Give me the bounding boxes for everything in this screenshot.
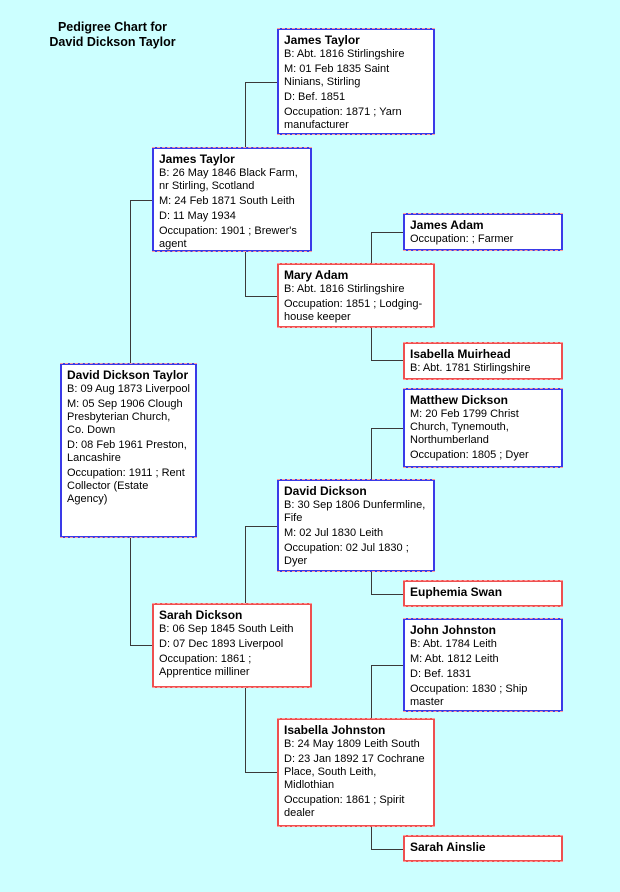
connector-line (245, 772, 277, 773)
person-name: Sarah Dickson (159, 608, 243, 622)
connector-line (245, 82, 277, 83)
connector-line (245, 296, 277, 297)
connector-line (371, 665, 403, 666)
person-detail: D: 11 May 1934 (159, 210, 236, 222)
person-box-david-dickson-taylor[interactable]: David Dickson Taylor B: 09 Aug 1873 Live… (60, 363, 197, 538)
person-name: Sarah Ainslie (410, 840, 486, 854)
person-detail: M: 02 Jul 1830 Leith (284, 527, 384, 539)
person-detail: D: Bef. 1831 (410, 668, 472, 680)
person-name: David Dickson Taylor (67, 368, 189, 382)
connector-line (371, 594, 403, 595)
person-name: James Taylor (284, 33, 360, 47)
person-name: James Taylor (159, 152, 235, 166)
person-detail: Occupation: 1805 ; Dyer (410, 449, 529, 461)
person-detail: D: 07 Dec 1893 Liverpool (159, 638, 284, 650)
person-detail: Occupation: 1911 ; Rent Collector (Estat… (67, 467, 185, 505)
connector-line (245, 526, 277, 527)
person-name: David Dickson (284, 484, 367, 498)
person-detail: M: 05 Sep 1906 Clough Presbyterian Churc… (67, 398, 183, 436)
person-detail: B: Abt. 1816 Stirlingshire (284, 48, 405, 60)
person-box-euphemia-swan[interactable]: Euphemia Swan (403, 580, 563, 607)
person-name: Isabella Muirhead (410, 347, 511, 361)
person-detail: B: 06 Sep 1845 South Leith (159, 623, 294, 635)
person-box-james-taylor-sr[interactable]: James Taylor B: Abt. 1816 Stirlingshire … (277, 28, 435, 135)
person-detail: B: Abt. 1781 Stirlingshire (410, 362, 531, 374)
person-detail: B: Abt. 1784 Leith (410, 638, 497, 650)
connector-line (371, 849, 403, 850)
person-detail: M: 01 Feb 1835 Saint Ninians, Stirling (284, 63, 390, 88)
person-box-isabella-muirhead[interactable]: Isabella Muirhead B: Abt. 1781 Stirlings… (403, 342, 563, 380)
chart-title-line1: Pedigree Chart for (57, 20, 168, 34)
person-box-sarah-ainslie[interactable]: Sarah Ainslie (403, 835, 563, 862)
person-detail: Occupation: 1830 ; Ship master (410, 683, 528, 708)
connector-line (130, 645, 152, 646)
person-detail: B: 30 Sep 1806 Dunfermline, Fife (284, 499, 426, 524)
person-box-john-johnston[interactable]: John Johnston B: Abt. 1784 Leith M: Abt.… (403, 618, 563, 712)
person-box-david-dickson[interactable]: David Dickson B: 30 Sep 1806 Dunfermline… (277, 479, 435, 572)
person-detail: B: 24 May 1809 Leith South (284, 738, 420, 750)
connector-line (371, 428, 403, 429)
person-detail: B: 09 Aug 1873 Liverpool (67, 383, 190, 395)
connector-line (371, 360, 403, 361)
person-detail: Occupation: 1851 ; Lodging-house keeper (284, 298, 423, 323)
person-detail: D: 08 Feb 1961 Preston, Lancashire (67, 439, 187, 464)
person-detail: Occupation: 1861 ; Spirit dealer (284, 794, 405, 819)
person-detail: Occupation: 1901 ; Brewer's agent (159, 225, 297, 250)
chart-title: Pedigree Chart for David Dickson Taylor (30, 20, 195, 50)
person-detail: Occupation: ; Farmer (410, 233, 514, 245)
person-name: James Adam (410, 218, 484, 232)
person-name: Isabella Johnston (284, 723, 386, 737)
person-box-james-adam[interactable]: James Adam Occupation: ; Farmer (403, 213, 563, 251)
person-name: Mary Adam (284, 268, 349, 282)
person-name: John Johnston (410, 623, 496, 637)
person-box-matthew-dickson[interactable]: Matthew Dickson M: 20 Feb 1799 Christ Ch… (403, 388, 563, 468)
person-box-james-taylor[interactable]: James Taylor B: 26 May 1846 Black Farm, … (152, 147, 312, 252)
chart-title-line2: David Dickson Taylor (49, 35, 176, 49)
person-detail: Occupation: 02 Jul 1830 ; Dyer (284, 542, 409, 567)
person-detail: B: 26 May 1846 Black Farm, nr Stirling, … (159, 167, 298, 192)
person-detail: D: 23 Jan 1892 17 Cochrane Place, South … (284, 753, 425, 791)
person-detail: Occupation: 1871 ; Yarn manufacturer (284, 106, 402, 131)
person-detail: M: 24 Feb 1871 South Leith (159, 195, 295, 207)
person-name: Matthew Dickson (410, 393, 509, 407)
person-detail: B: Abt. 1816 Stirlingshire (284, 283, 405, 295)
connector-line (371, 232, 403, 233)
person-detail: M: Abt. 1812 Leith (410, 653, 499, 665)
person-box-isabella-johnston[interactable]: Isabella Johnston B: 24 May 1809 Leith S… (277, 718, 435, 827)
person-detail: M: 20 Feb 1799 Christ Church, Tynemouth,… (410, 408, 519, 446)
person-box-sarah-dickson[interactable]: Sarah Dickson B: 06 Sep 1845 South Leith… (152, 603, 312, 688)
person-detail: D: Bef. 1851 (284, 91, 346, 103)
person-name: Euphemia Swan (410, 585, 503, 599)
person-detail: Occupation: 1861 ; Apprentice milliner (159, 653, 252, 678)
person-box-mary-adam[interactable]: Mary Adam B: Abt. 1816 Stirlingshire Occ… (277, 263, 435, 328)
connector-line (130, 200, 152, 201)
